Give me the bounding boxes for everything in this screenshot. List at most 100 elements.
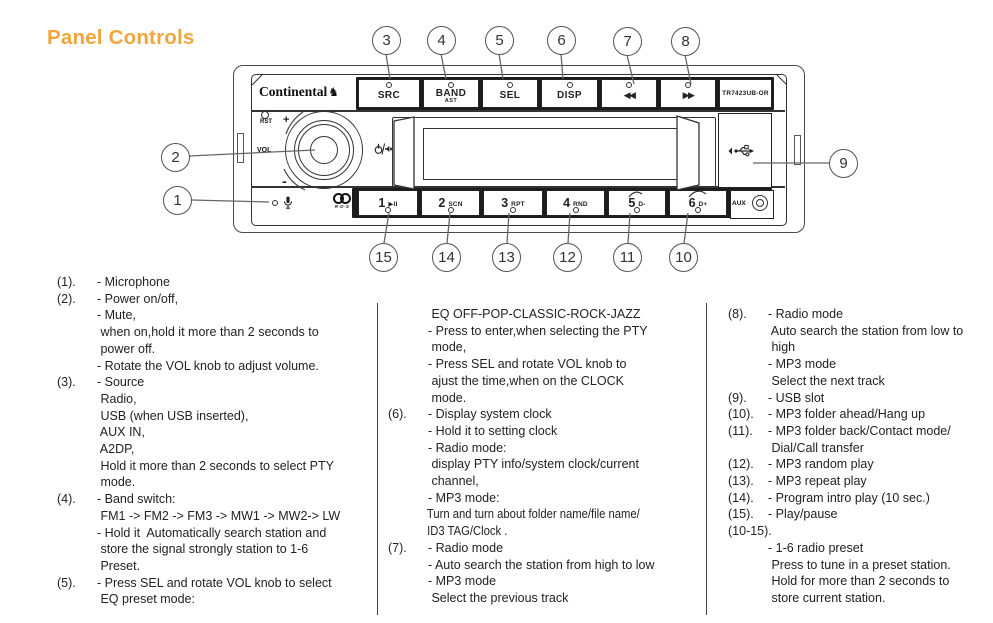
note-line: (15).- Play/pause <box>728 506 992 523</box>
note-line: channel, <box>388 473 706 490</box>
led-dot <box>510 207 516 213</box>
note-text: - Band switch: <box>97 492 176 507</box>
note-text: - Program intro play (10 sec.) <box>768 490 930 505</box>
note-line: - Press SEL and rotate VOL knob to <box>388 356 706 373</box>
note-line: ajust the time,when on the CLOCK <box>388 373 706 390</box>
note-line: Hold for more than 2 seconds to <box>728 573 992 590</box>
note-text: - Press to enter,when selecting the PTY <box>428 323 648 338</box>
brand-wordmark: Continental <box>259 84 328 99</box>
note-text: - Radio mode <box>768 307 844 321</box>
note-line: (11).- MP3 folder back/Contact mode/ <box>728 423 992 440</box>
note-text: - Source <box>97 375 145 390</box>
ast-sublabel: AST <box>444 97 458 104</box>
note-text: EQ OFF-POP-CLASSIC-ROCK-JAZZ <box>428 307 641 321</box>
note-text: ID3 TAG/Clock . <box>424 524 508 539</box>
rds-logo: R·D·S <box>329 193 355 209</box>
column-divider-1 <box>377 303 379 615</box>
model-label: TR7423UB-OR <box>719 79 772 108</box>
note-text: Turn and turn about folder name/file nam… <box>424 507 640 522</box>
aux-jack-pin <box>756 199 764 207</box>
note-text: - MP3 repeat play <box>768 474 867 489</box>
callout-4: 4 <box>427 26 456 55</box>
vol-label: VOL <box>257 147 272 154</box>
sel-key-label: SEL <box>499 90 521 101</box>
note-text: - Display system clock <box>428 407 552 422</box>
led-dot <box>626 82 632 88</box>
note-number: (14). <box>728 490 754 505</box>
key-number: 6 <box>688 196 696 210</box>
note-text: - Hold it to setting clock <box>428 423 558 438</box>
lower-seam-line <box>252 186 785 188</box>
vol-plus-label: + <box>283 114 290 126</box>
note-number: (7). <box>388 540 407 555</box>
note-line: (3).- Source <box>57 374 377 391</box>
led-dot <box>507 82 513 88</box>
note-line: AUX IN, <box>57 424 377 441</box>
note-text: Select the next track <box>768 373 885 388</box>
note-text: mode. <box>97 475 136 490</box>
key-number: 4 <box>563 196 571 210</box>
note-text: AUX IN, <box>97 425 145 440</box>
note-line: ID3 TAG/Clock . <box>388 523 674 540</box>
continental-logo: Continental ♞ <box>259 82 355 102</box>
note-line: (1).- Microphone <box>57 274 377 291</box>
note-text: Radio, <box>97 391 137 406</box>
horse-icon: ♞ <box>328 85 340 99</box>
power-mute-icon <box>374 142 392 156</box>
note-line: Preset. <box>57 558 377 575</box>
note-line: Dial/Call transfer <box>728 440 992 457</box>
note-number: (10). <box>728 407 754 422</box>
note-text: store the signal strongly station to 1-6 <box>97 542 309 557</box>
note-text: mode. <box>428 390 467 405</box>
led-dot <box>385 207 391 213</box>
vol-minus-label: - <box>282 173 287 189</box>
note-line: (2).- Power on/off, <box>57 291 377 308</box>
preset-key-1: 1 ▶II <box>358 190 418 216</box>
rewind-key: ◀◀ <box>601 79 657 108</box>
note-line: - Auto search the station from high to l… <box>388 557 706 574</box>
disp-key-label: DISP <box>557 90 582 101</box>
note-text: - MP3 random play <box>768 457 874 472</box>
note-line: store current station. <box>728 590 992 607</box>
key-number: 5 <box>628 196 636 210</box>
sel-key: SEL <box>482 79 538 108</box>
note-text: Hold it more than 2 seconds to select PT… <box>97 458 334 473</box>
key-number: 3 <box>501 196 509 210</box>
callout-5: 5 <box>485 26 514 55</box>
note-line: EQ OFF-POP-CLASSIC-ROCK-JAZZ <box>388 306 706 323</box>
note-text: - Hold it Automatically search station a… <box>97 525 327 540</box>
notes-column-1: (1).- Microphone(2).- Power on/off,- Mut… <box>57 274 377 608</box>
play-pause-icon: ▶II <box>388 201 398 208</box>
note-text: - MP3 mode <box>768 357 837 372</box>
note-text: - 1-6 radio preset <box>768 540 864 555</box>
note-line: - Radio mode: <box>388 440 706 457</box>
note-line: (4). - Band switch: <box>57 491 377 508</box>
note-text: - MP3 mode <box>428 574 497 589</box>
note-line: mode. <box>388 390 706 407</box>
note-line: - MP3 mode: <box>388 490 706 507</box>
note-text: - Rotate the VOL knob to adjust volume. <box>97 358 319 373</box>
preset-key-5: 5 D- <box>608 190 666 216</box>
note-number: (1). <box>57 275 76 289</box>
note-line: Press to tune in a preset station. <box>728 557 992 574</box>
preset-key-2: 2 SCN <box>421 190 480 216</box>
callout-10: 10 <box>669 243 698 272</box>
note-number: (8). <box>728 307 747 321</box>
note-number: (4). <box>57 492 76 507</box>
band-key: BAND AST <box>423 79 479 108</box>
preset-key-3: 3 RPT <box>483 190 543 216</box>
note-text: power off. <box>97 341 156 356</box>
preset-key-4: 4 RND <box>546 190 605 216</box>
note-text: ajust the time,when on the CLOCK <box>428 373 624 388</box>
disp-key: DISP <box>541 79 598 108</box>
note-line: power off. <box>57 341 377 358</box>
note-text: - Radio mode <box>428 540 504 555</box>
note-line: Select the previous track <box>388 590 706 607</box>
note-number: (12). <box>728 457 754 472</box>
note-text: channel, <box>428 474 479 489</box>
note-text: Preset. <box>97 558 141 573</box>
note-line: - MP3 mode <box>728 356 992 373</box>
led-dot <box>447 207 454 213</box>
note-line: - Hold it Automatically search station a… <box>57 525 377 542</box>
